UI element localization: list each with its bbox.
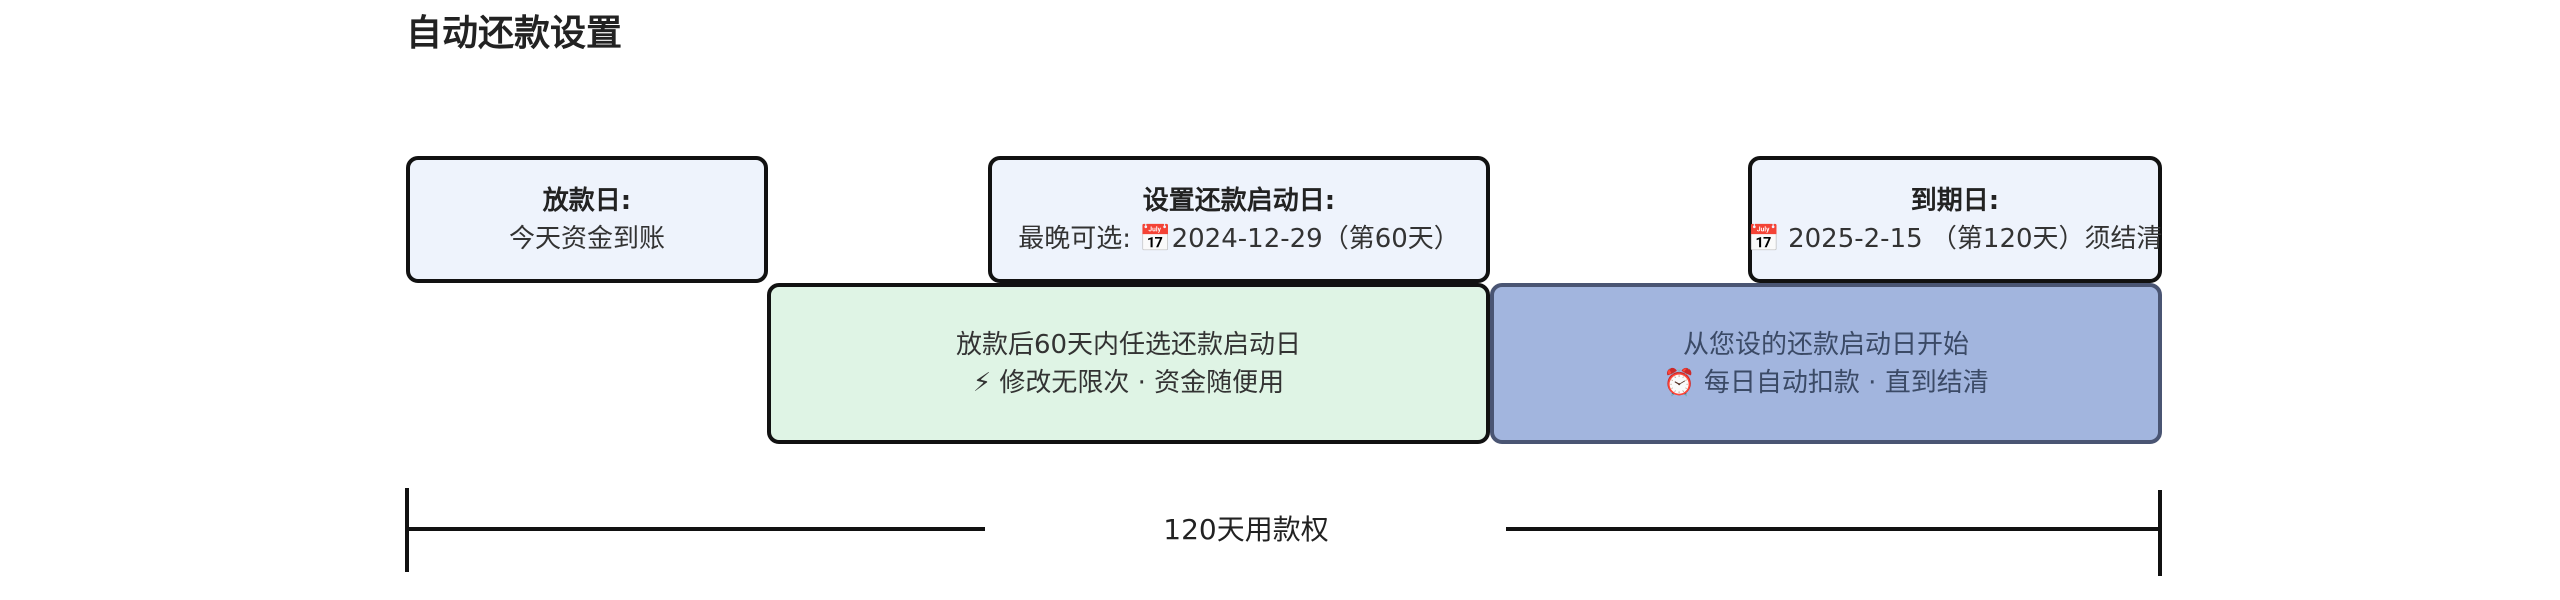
page-title: 自动还款设置 [406,13,623,54]
span-line-right [1506,527,2160,531]
phase-auto-debit: 从您设的还款启动日开始 ⏰ 每日自动扣款 · 直到结清 [1490,283,2162,444]
phase-autopay-line2: ⏰ 每日自动扣款 · 直到结清 [1663,367,1989,398]
span-line-left [405,527,985,531]
milestone-due-day: 到期日: 📅 2025-2-15 （第120天）须结清 [1747,156,2163,283]
milestone-release-day: 放款日: 今天资金到账 [406,156,768,283]
milestone-start-detail: 最晚可选: 📅2024-12-29（第60天） [1018,223,1460,254]
phase-window-line2: ⚡ 修改无限次 · 资金随便用 [972,367,1285,398]
phase-autopay-line1: 从您设的还款启动日开始 [1682,329,1969,360]
span-label: 120天用款权 [1163,513,1329,546]
milestone-start-heading: 设置还款启动日: [1142,185,1336,216]
phase-selection-window: 放款后60天内任选还款启动日 ⚡ 修改无限次 · 资金随便用 [767,283,1490,444]
phase-window-line1: 放款后60天内任选还款启动日 [955,329,1302,360]
span-right-tick [2158,490,2162,576]
milestone-due-heading: 到期日: [1910,185,2000,216]
milestone-release-detail: 今天资金到账 [508,223,665,254]
milestone-release-heading: 放款日: [542,185,632,216]
milestone-repayment-start: 设置还款启动日: 最晚可选: 📅2024-12-29（第60天） [988,156,1490,283]
milestone-due-detail: 📅 2025-2-15 （第120天）须结清 [1747,223,2163,254]
